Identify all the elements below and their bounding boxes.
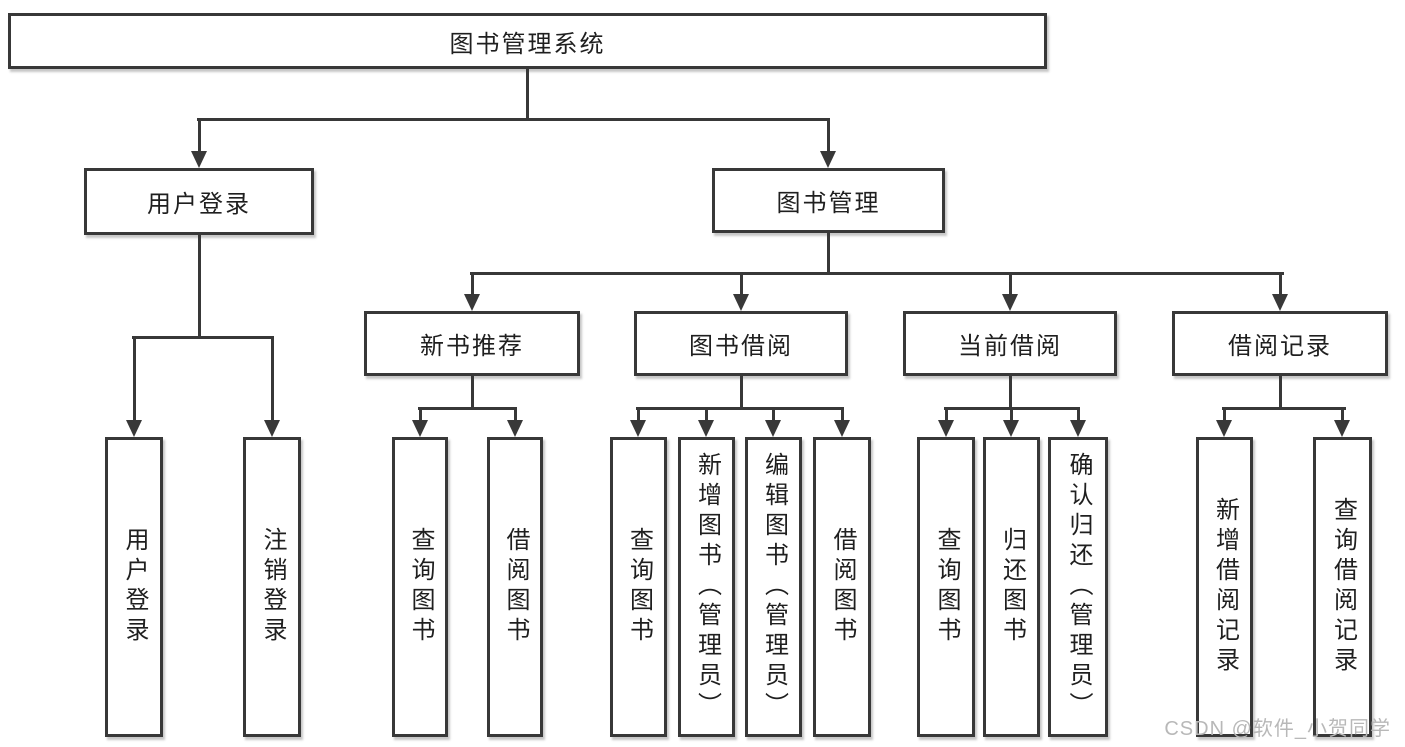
connector xyxy=(1279,376,1282,409)
connector xyxy=(636,407,844,410)
leaf-user-login-label: 用户登录 xyxy=(121,527,148,647)
arrow-down xyxy=(1272,294,1288,311)
connector xyxy=(526,69,529,118)
leaf-borrow-book-2-box: 借阅图书 xyxy=(813,437,871,737)
arrow-down xyxy=(938,420,954,437)
leaf-query-book-3-label: 查询图书 xyxy=(933,527,960,647)
arrow-down xyxy=(733,294,749,311)
connector xyxy=(1341,407,1344,422)
connector xyxy=(637,407,640,422)
connector xyxy=(1010,407,1013,422)
connector xyxy=(133,336,136,422)
leaf-query-book-3-box: 查询图书 xyxy=(917,437,975,737)
node-borrow-record-box: 借阅记录 xyxy=(1172,311,1388,376)
leaf-borrow-book-1-box: 借阅图书 xyxy=(487,437,543,737)
leaf-return-book-label: 归还图书 xyxy=(998,527,1026,647)
leaf-logout-label: 注销登录 xyxy=(259,527,286,647)
leaf-borrow-book-1-label: 借阅图书 xyxy=(502,527,529,647)
node-user-login-label: 用户登录 xyxy=(147,191,251,218)
node-book-borrow-box: 图书借阅 xyxy=(634,311,848,376)
connector xyxy=(271,336,274,422)
leaf-edit-book-box: 编辑图书（管理员） xyxy=(745,437,802,737)
connector xyxy=(841,407,844,422)
connector xyxy=(1222,407,1346,410)
leaf-query-borrow-record-label: 查询借阅记录 xyxy=(1329,497,1357,677)
leaf-confirm-return-label: 确认归还（管理员） xyxy=(1065,452,1092,722)
leaf-add-book-box: 新增图书（管理员） xyxy=(678,437,735,737)
leaf-confirm-return-box: 确认归还（管理员） xyxy=(1048,437,1108,737)
node-new-book-box: 新书推荐 xyxy=(364,311,580,376)
node-new-book-label: 新书推荐 xyxy=(420,333,524,360)
connector xyxy=(740,272,743,296)
connector xyxy=(197,118,830,121)
node-root-label: 图书管理系统 xyxy=(449,30,606,58)
arrow-down xyxy=(1003,420,1019,437)
connector xyxy=(471,376,474,409)
arrow-down xyxy=(765,420,781,437)
arrow-down xyxy=(191,151,207,168)
arrow-down xyxy=(698,420,714,437)
leaf-add-borrow-record-box: 新增借阅记录 xyxy=(1196,437,1253,737)
connector xyxy=(740,376,743,409)
node-book-borrow-label: 图书借阅 xyxy=(689,333,793,360)
connector xyxy=(827,233,830,274)
connector xyxy=(705,407,708,422)
arrow-down xyxy=(1002,294,1018,311)
leaf-query-book-1-label: 查询图书 xyxy=(407,527,434,647)
node-user-login-box: 用户登录 xyxy=(84,168,314,235)
connector xyxy=(198,118,201,154)
leaf-user-login-box: 用户登录 xyxy=(105,437,163,737)
leaf-query-borrow-record-box: 查询借阅记录 xyxy=(1313,437,1372,737)
arrow-down xyxy=(412,420,428,437)
connector xyxy=(1009,376,1012,409)
arrow-down xyxy=(264,420,280,437)
leaf-add-borrow-record-label: 新增借阅记录 xyxy=(1211,497,1239,677)
leaf-borrow-book-2-label: 借阅图书 xyxy=(829,527,856,647)
arrow-down xyxy=(126,420,142,437)
node-current-borrow-label: 当前借阅 xyxy=(958,333,1062,360)
arrow-down xyxy=(834,420,850,437)
leaf-logout-box: 注销登录 xyxy=(243,437,301,737)
connector xyxy=(418,407,517,410)
node-current-borrow-box: 当前借阅 xyxy=(903,311,1117,376)
leaf-query-book-2-box: 查询图书 xyxy=(610,437,667,737)
leaf-return-book-box: 归还图书 xyxy=(983,437,1040,737)
arrow-down xyxy=(630,420,646,437)
connector xyxy=(471,272,474,296)
leaf-query-book-2-label: 查询图书 xyxy=(625,527,653,647)
connector xyxy=(1009,272,1012,296)
connector xyxy=(198,235,201,336)
arrow-down xyxy=(507,420,523,437)
arrow-down xyxy=(464,294,480,311)
connector xyxy=(132,336,274,339)
connector xyxy=(1279,272,1282,296)
node-root-box: 图书管理系统 xyxy=(8,13,1047,69)
arrow-down xyxy=(1216,420,1232,437)
node-book-mgmt-box: 图书管理 xyxy=(712,168,945,233)
connector xyxy=(772,407,775,422)
connector xyxy=(470,272,1284,275)
connector xyxy=(1223,407,1226,422)
connector xyxy=(419,407,422,422)
node-book-mgmt-label: 图书管理 xyxy=(776,190,881,217)
arrow-down xyxy=(820,151,836,168)
connector xyxy=(514,407,517,422)
arrow-down xyxy=(1070,420,1086,437)
leaf-edit-book-label: 编辑图书（管理员） xyxy=(760,452,788,722)
connector xyxy=(827,118,830,154)
arrow-down xyxy=(1334,420,1350,437)
connector xyxy=(1077,407,1080,422)
node-borrow-record-label: 借阅记录 xyxy=(1228,333,1332,360)
leaf-add-book-label: 新增图书（管理员） xyxy=(693,452,721,722)
leaf-query-book-1-box: 查询图书 xyxy=(392,437,448,737)
connector xyxy=(945,407,948,422)
watermark: CSDN @软件_小贺同学 xyxy=(1164,718,1391,740)
